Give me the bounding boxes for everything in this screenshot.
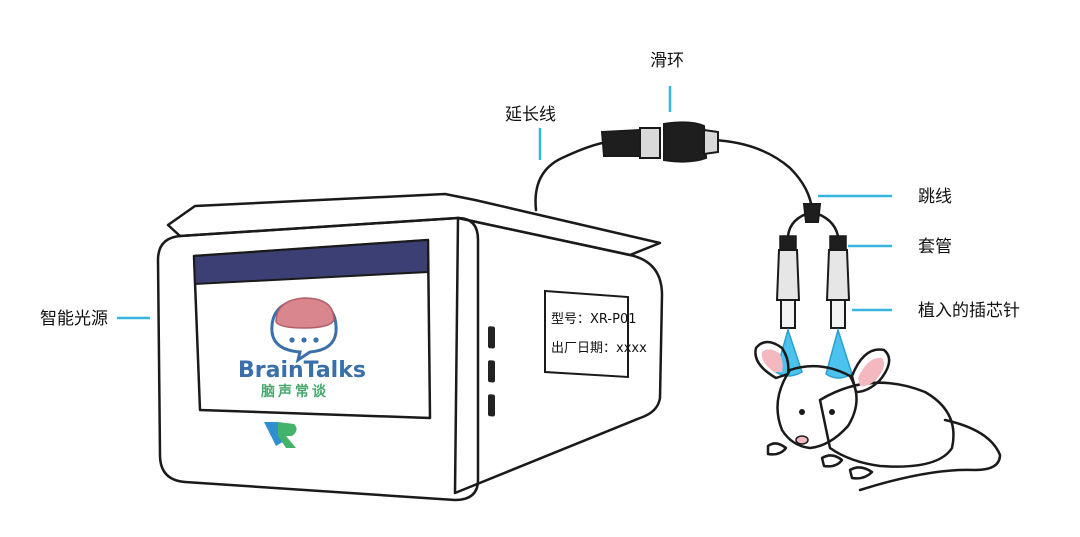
sleeves bbox=[775, 235, 851, 301]
brain-chat-logo-icon bbox=[270, 297, 338, 364]
extension-connector bbox=[600, 127, 661, 159]
label-slip-ring: 滑环 bbox=[650, 51, 684, 71]
label-extension-cable: 延长线 bbox=[505, 105, 556, 125]
slip-ring bbox=[663, 121, 719, 163]
implanted-ferrules bbox=[780, 299, 846, 329]
label-sleeve: 套管 bbox=[918, 237, 952, 257]
brand-name: BrainTalks bbox=[238, 358, 366, 383]
label-implanted-fiber: 植入的插芯针 bbox=[918, 301, 1020, 321]
split-node bbox=[802, 203, 822, 223]
mouse-illustration bbox=[754, 340, 1002, 492]
light-source-device: 型号：XR-P01 出厂日期：xxxx BrainTalks 脑声常谈 bbox=[156, 192, 664, 502]
xr-logo-icon bbox=[264, 422, 297, 448]
brand-cn: 脑声常谈 bbox=[261, 383, 329, 400]
date-text: 出厂日期：xxxx bbox=[551, 341, 647, 356]
nameplate bbox=[544, 289, 629, 379]
screen-top-bar bbox=[192, 238, 429, 286]
label-light-source: 智能光源 bbox=[40, 309, 108, 329]
leader-lines bbox=[117, 86, 892, 320]
side-vents bbox=[488, 326, 495, 417]
model-text: 型号：XR-P01 bbox=[551, 312, 636, 327]
label-patch-cord: 跳线 bbox=[918, 187, 952, 207]
